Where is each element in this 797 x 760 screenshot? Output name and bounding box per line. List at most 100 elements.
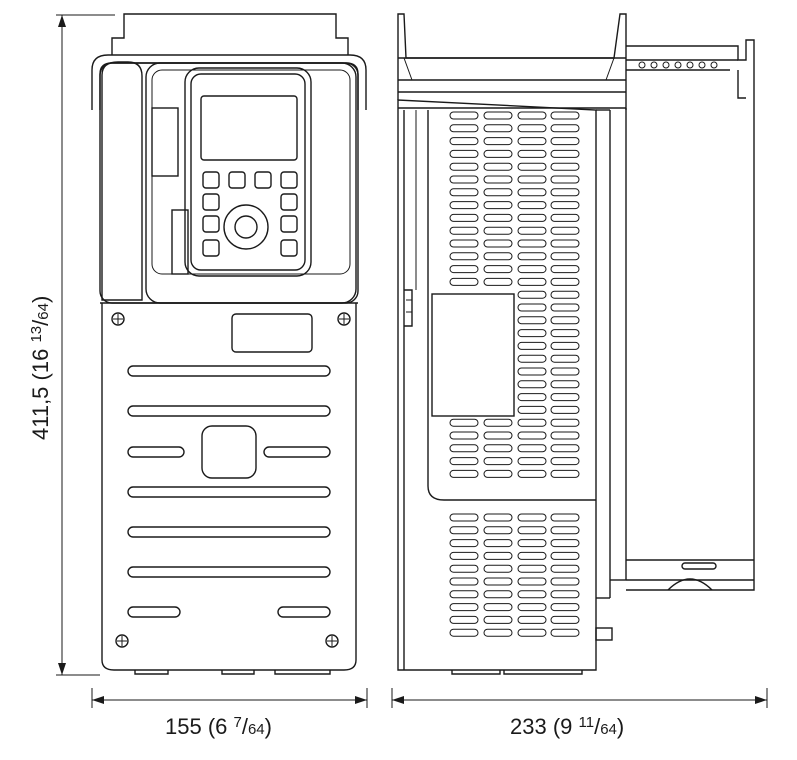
vent-slot <box>517 213 547 222</box>
vent-slot <box>483 265 513 274</box>
screw-icon <box>337 312 351 326</box>
vent-slot <box>449 162 479 171</box>
front-width-dimension-label: 155 (6 7/64) <box>165 714 272 739</box>
height-dimension <box>56 14 115 676</box>
center-logo-plate <box>201 425 257 479</box>
vent-slot <box>483 201 513 210</box>
vent-slot <box>449 201 479 210</box>
vent-slot <box>449 590 479 599</box>
vent-slot <box>517 551 547 560</box>
vent-slot <box>550 577 580 586</box>
vent-slot <box>517 188 547 197</box>
screw-icon <box>115 634 129 648</box>
side-cover-edge <box>427 110 596 501</box>
side-connector <box>595 627 613 641</box>
vent-slot <box>449 252 479 261</box>
vent-slot <box>550 341 580 350</box>
vent-slot <box>127 526 331 538</box>
keypad-display <box>200 95 298 161</box>
vent-slot <box>483 628 513 637</box>
vent-slot <box>517 149 547 158</box>
vent-slot <box>550 469 580 478</box>
vent-slot <box>483 603 513 612</box>
side-depth-dimension <box>391 688 768 708</box>
vent-slot <box>517 539 547 548</box>
vent-slot <box>449 418 479 427</box>
vent-slot <box>550 405 580 414</box>
vent-slot <box>517 457 547 466</box>
vent-slot <box>550 329 580 338</box>
vent-slot <box>517 354 547 363</box>
vent-slot <box>517 405 547 414</box>
side-vent-slot-grid <box>449 111 580 637</box>
vent-slot <box>449 226 479 235</box>
front-view <box>91 13 367 675</box>
vent-slot <box>550 418 580 427</box>
vent-slot <box>517 124 547 133</box>
vent-slot <box>517 137 547 146</box>
vent-slot <box>449 188 479 197</box>
vent-slot <box>550 457 580 466</box>
rear-mounting-bracket <box>626 39 755 591</box>
vent-slot <box>483 175 513 184</box>
side-label-window <box>431 293 515 417</box>
vent-slot <box>517 316 547 325</box>
vent-slot <box>483 162 513 171</box>
front-vent-slots <box>127 365 331 618</box>
vent-slot <box>550 162 580 171</box>
vent-slot <box>483 590 513 599</box>
vent-slot <box>550 444 580 453</box>
vent-slot <box>483 418 513 427</box>
vent-slot <box>550 137 580 146</box>
vent-slot <box>517 418 547 427</box>
keypad-button <box>202 171 220 189</box>
vent-slot <box>517 277 547 286</box>
keypad-button <box>280 239 298 257</box>
vent-slot <box>550 431 580 440</box>
side-view <box>397 13 755 675</box>
height-dimension-label: 411,5 (16 13/64) <box>28 296 53 440</box>
vent-slot <box>127 486 331 498</box>
front-label-window <box>231 313 313 353</box>
vent-slot <box>517 628 547 637</box>
front-side-latch <box>151 107 179 177</box>
vent-slot <box>449 513 479 522</box>
vent-slot <box>483 124 513 133</box>
vent-slot <box>449 603 479 612</box>
vent-slot <box>449 457 479 466</box>
vent-slot <box>550 226 580 235</box>
vent-slot <box>550 213 580 222</box>
side-main-body <box>397 99 597 671</box>
vent-slot <box>483 539 513 548</box>
vent-slot <box>550 175 580 184</box>
keypad-button <box>280 215 298 233</box>
vent-slot <box>127 606 181 618</box>
vent-slot <box>517 341 547 350</box>
vent-slot <box>550 239 580 248</box>
vent-slot <box>483 239 513 248</box>
keypad-button <box>202 215 220 233</box>
vent-slot <box>449 111 479 120</box>
vent-slot <box>550 551 580 560</box>
vent-slot <box>483 111 513 120</box>
vent-slot <box>517 111 547 120</box>
vent-slot <box>517 513 547 522</box>
left-cable-duct <box>101 61 143 301</box>
vent-slot <box>449 444 479 453</box>
vent-slot <box>517 615 547 624</box>
vent-slot <box>550 513 580 522</box>
vent-slot <box>483 526 513 535</box>
keypad-button <box>280 171 298 189</box>
vent-slot <box>550 628 580 637</box>
vent-slot <box>517 590 547 599</box>
vent-slot <box>127 405 331 417</box>
vent-slot <box>517 201 547 210</box>
vent-slot <box>517 469 547 478</box>
vent-slot <box>483 252 513 261</box>
screw-icon <box>325 634 339 648</box>
vent-slot <box>277 606 331 618</box>
keypad-panel <box>184 67 312 277</box>
vent-slot <box>449 239 479 248</box>
vent-slot <box>550 539 580 548</box>
vent-slot <box>449 213 479 222</box>
